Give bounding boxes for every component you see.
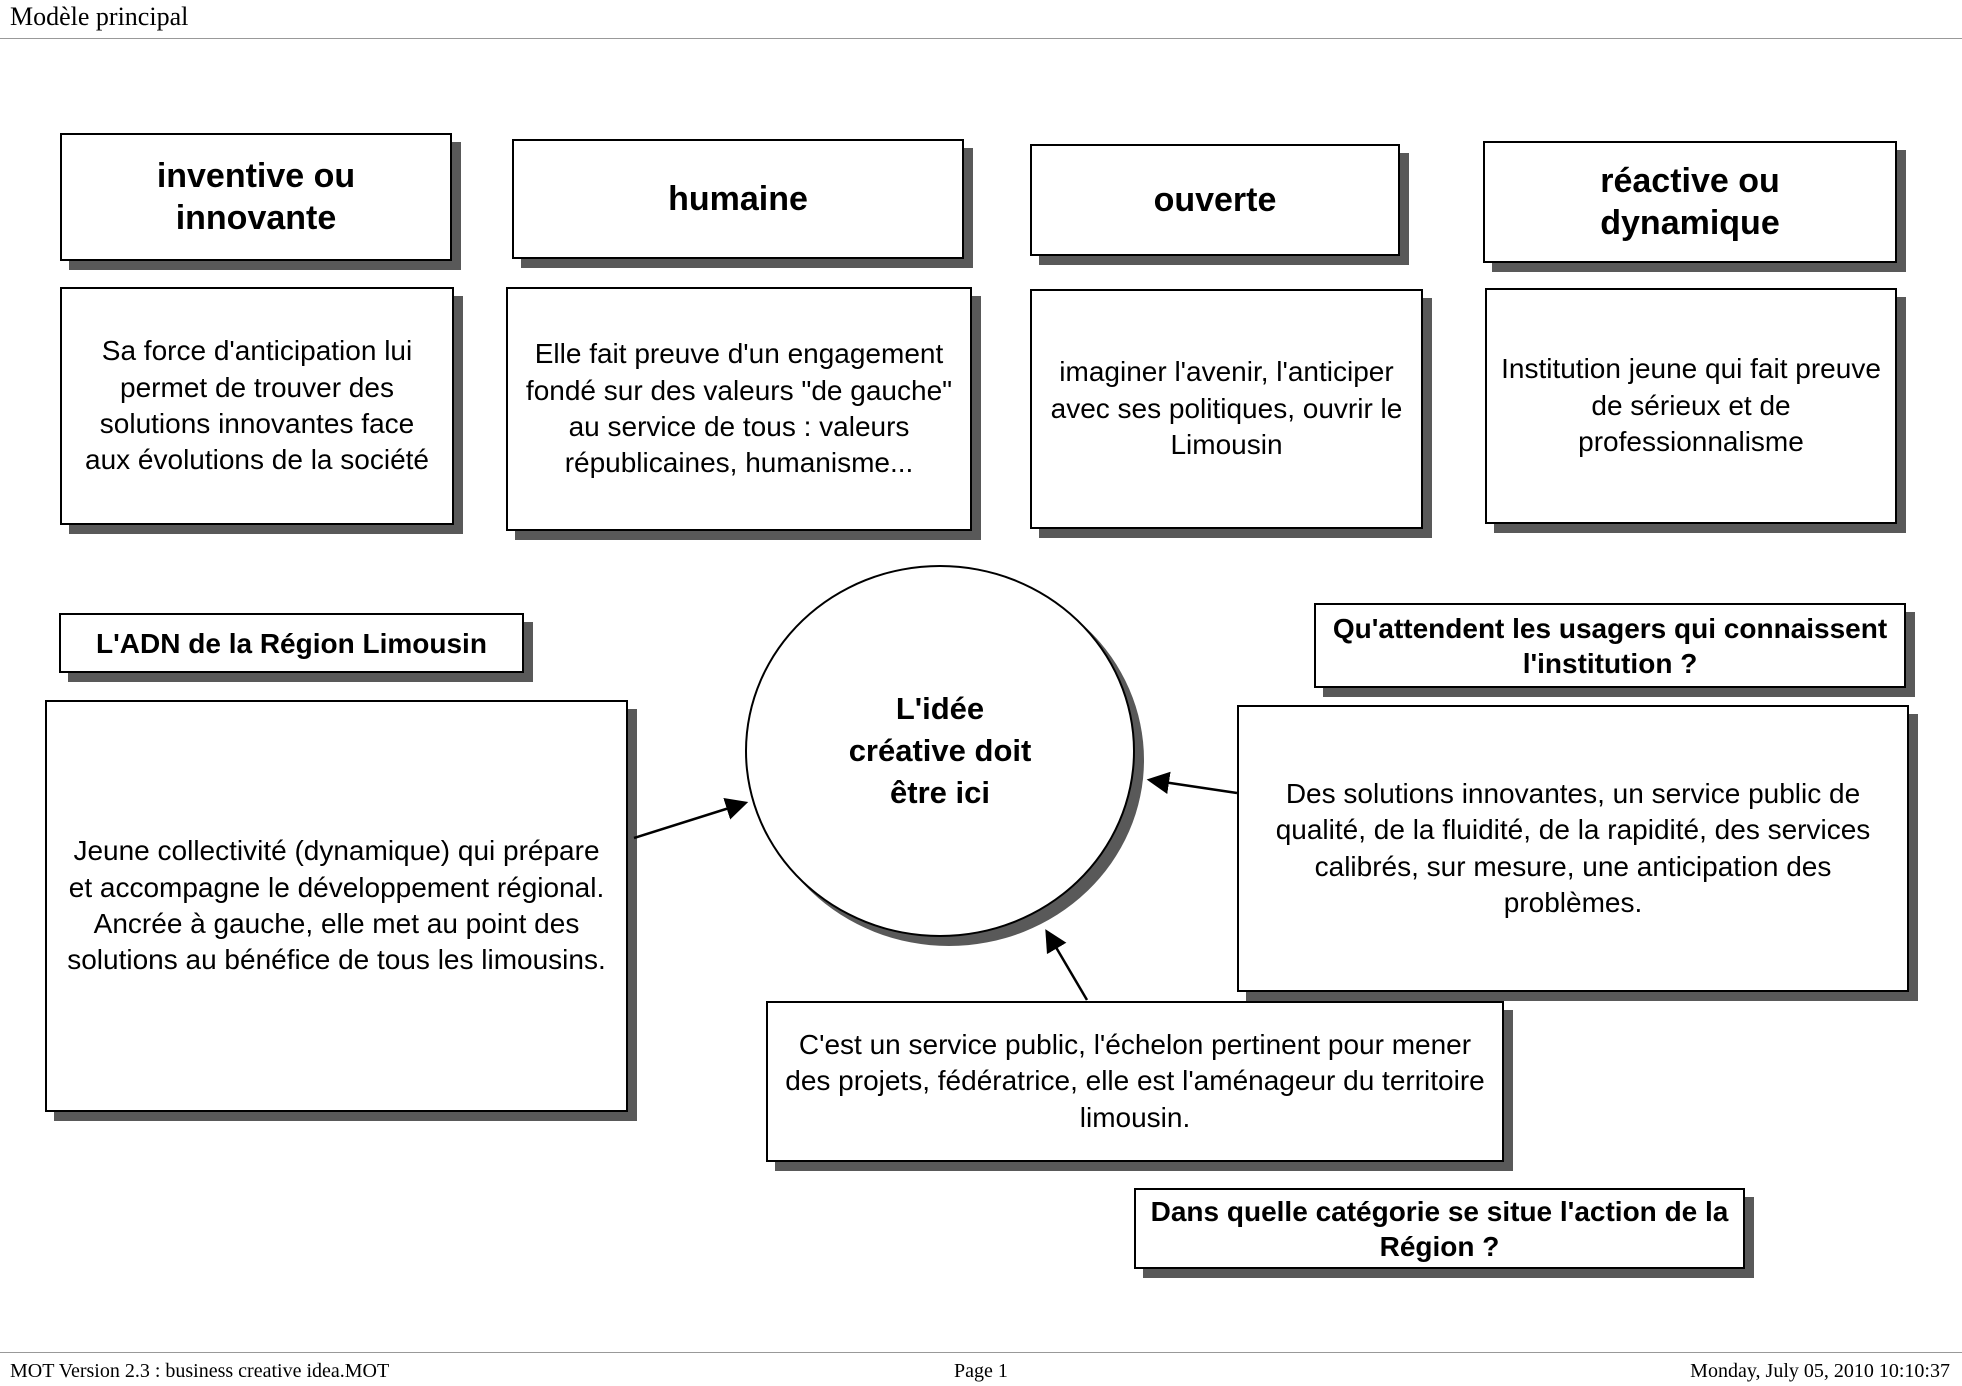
node-title-humaine[interactable]: humaine — [512, 139, 964, 259]
node-title-inventive[interactable]: inventive ou innovante — [60, 133, 452, 261]
bottom-divider — [0, 1352, 1962, 1353]
node-desc-reactive-text: Institution jeune qui fait preuve de sér… — [1501, 353, 1881, 458]
node-label-categorie[interactable]: Dans quelle catégorie se situe l'action … — [1134, 1188, 1745, 1269]
node-adn-description-text: Jeune collectivité (dynamique) qui prépa… — [67, 835, 606, 976]
arrow-left-to-center — [633, 798, 749, 840]
node-adn-description[interactable]: Jeune collectivité (dynamique) qui prépa… — [45, 700, 628, 1112]
node-desc-humaine[interactable]: Elle fait preuve d'un engagement fondé s… — [506, 287, 972, 531]
node-desc-humaine-text: Elle fait preuve d'un engagement fondé s… — [525, 338, 953, 479]
node-desc-inventive-text: Sa force d'anticipation lui permet de tr… — [85, 335, 429, 476]
node-label-categorie-text: Dans quelle catégorie se situe l'action … — [1150, 1195, 1729, 1262]
arrow-right-to-center — [1146, 771, 1238, 795]
node-usagers-description-text: Des solutions innovantes, un service pub… — [1275, 777, 1871, 918]
node-central-idea-text: L'idée créative doit être ici — [848, 691, 1032, 810]
footer-timestamp: Monday, July 05, 2010 10:10:37 — [1690, 1360, 1950, 1382]
node-desc-inventive[interactable]: Sa force d'anticipation lui permet de tr… — [60, 287, 454, 525]
node-label-adn-region[interactable]: L'ADN de la Région Limousin — [59, 613, 524, 673]
node-label-usagers[interactable]: Qu'attendent les usagers qui connaissent… — [1314, 603, 1906, 688]
footer-page-number: Page 1 — [954, 1360, 1008, 1382]
node-title-inventive-label: inventive ou innovante — [156, 156, 356, 238]
node-desc-ouverte[interactable]: imaginer l'avenir, l'anticiper avec ses … — [1030, 289, 1423, 529]
node-usagers-description[interactable]: Des solutions innovantes, un service pub… — [1237, 705, 1909, 992]
page-title: Modèle principal — [10, 2, 189, 31]
arrow-bottom-to-center — [1045, 929, 1089, 1001]
node-service-public[interactable]: C'est un service public, l'échelon perti… — [766, 1001, 1504, 1162]
node-title-ouverte-label: ouverte — [1153, 180, 1277, 219]
node-title-humaine-label: humaine — [668, 179, 808, 218]
node-title-reactive[interactable]: réactive ou dynamique — [1483, 141, 1897, 263]
node-service-public-text: C'est un service public, l'échelon perti… — [785, 1028, 1485, 1133]
node-label-usagers-text: Qu'attendent les usagers qui connaissent… — [1332, 612, 1888, 679]
top-divider — [0, 38, 1962, 39]
node-label-adn-region-text: L'ADN de la Région Limousin — [96, 627, 487, 659]
node-desc-reactive[interactable]: Institution jeune qui fait preuve de sér… — [1485, 288, 1897, 524]
node-title-ouverte[interactable]: ouverte — [1030, 144, 1400, 256]
node-desc-ouverte-text: imaginer l'avenir, l'anticiper avec ses … — [1050, 356, 1403, 461]
node-central-idea[interactable]: L'idée créative doit être ici — [745, 565, 1135, 937]
footer-version: MOT Version 2.3 : business creative idea… — [10, 1360, 390, 1382]
node-title-reactive-label: réactive ou dynamique — [1600, 161, 1780, 243]
